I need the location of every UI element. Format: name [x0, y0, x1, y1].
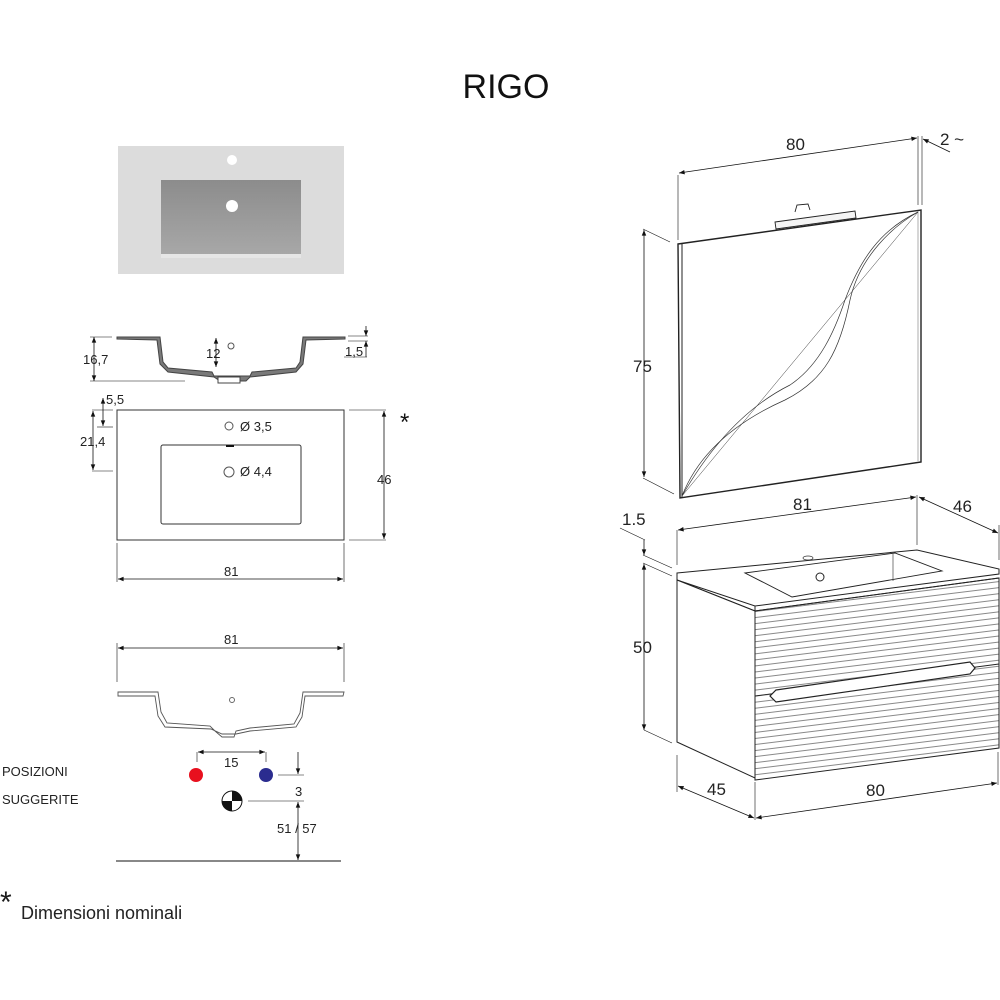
- footnote-marker: *: [0, 886, 12, 919]
- dim-tap-spacing: 15: [224, 755, 238, 770]
- dim-top-thickness: 1.5: [622, 510, 646, 529]
- mirror: [641, 136, 951, 499]
- nominal-marker: *: [400, 409, 409, 436]
- positions-label-2: SUGGERITE: [2, 792, 79, 807]
- footnote-text: Dimensioni nominali: [21, 903, 183, 923]
- dim-cabinet-depth: 45: [707, 780, 726, 799]
- dim-drain-offset: 21,4: [80, 434, 105, 449]
- dim-mirror-width: 80: [786, 135, 805, 154]
- basin-section: [90, 326, 369, 384]
- dim-height-floor: 51 / 57: [277, 821, 317, 836]
- basin-front: [116, 643, 345, 862]
- vanity-cabinet: [619, 495, 1000, 820]
- dim-rim-thickness: 1,5: [345, 344, 363, 359]
- dim-bowl-depth: 12: [206, 346, 220, 361]
- dim-plan-depth: 46: [377, 472, 391, 487]
- hot-water-icon: [189, 768, 203, 782]
- drain-center-icon: [221, 790, 243, 812]
- page-title: RIGO: [462, 68, 550, 106]
- dim-top-depth: 46: [953, 497, 972, 516]
- dim-mirror-height: 75: [633, 357, 652, 376]
- drain-hole-icon: [226, 200, 238, 212]
- tap-hole-icon: [227, 155, 237, 165]
- dim-front-width-label: 81: [224, 632, 238, 647]
- dim-tap-offset: 5,5: [106, 392, 124, 407]
- dim-top-width: 81: [793, 495, 812, 514]
- cold-water-icon: [259, 768, 273, 782]
- dim-mirror-depth: 2 ~: [940, 130, 964, 149]
- positions-label-1: POSIZIONI: [2, 764, 68, 779]
- dim-tap-offset-small: 3: [295, 784, 302, 799]
- drain-diameter: Ø 4,4: [240, 464, 272, 479]
- dim-basin-height: 16,7: [83, 352, 108, 367]
- basin-top-render: [118, 146, 344, 274]
- basin-plan: [90, 397, 387, 582]
- dim-cabinet-height: 50: [633, 638, 652, 657]
- dim-cabinet-width: 80: [866, 781, 885, 800]
- dim-plan-width: 81: [224, 564, 238, 579]
- tap-hole-diameter: Ø 3,5: [240, 419, 272, 434]
